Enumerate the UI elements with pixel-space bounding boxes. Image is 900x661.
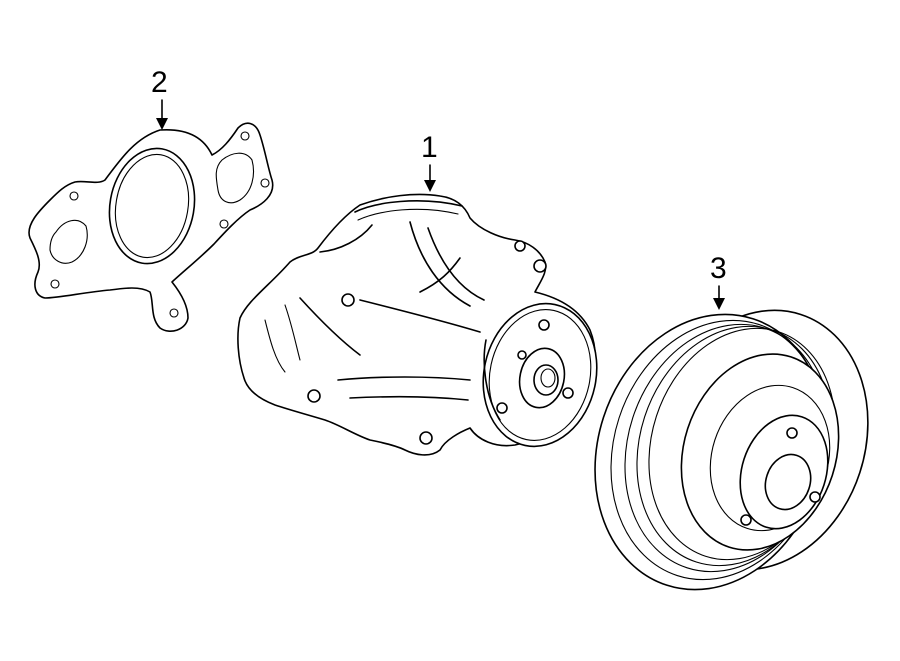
callout-1[interactable]: 1 bbox=[421, 131, 438, 192]
callout-2[interactable]: 2 bbox=[151, 66, 168, 130]
callout-3[interactable]: 3 bbox=[710, 252, 727, 310]
callout-2-label: 2 bbox=[151, 66, 168, 99]
callout-1-label: 1 bbox=[421, 131, 438, 164]
callout-1-arrowhead bbox=[424, 180, 436, 192]
callout-2-arrowhead bbox=[156, 118, 168, 130]
pulley-part bbox=[594, 309, 869, 591]
callout-3-arrowhead bbox=[713, 298, 725, 310]
water-pump-part bbox=[237, 193, 598, 456]
callout-3-label: 3 bbox=[710, 252, 727, 285]
gasket-part bbox=[28, 122, 274, 332]
